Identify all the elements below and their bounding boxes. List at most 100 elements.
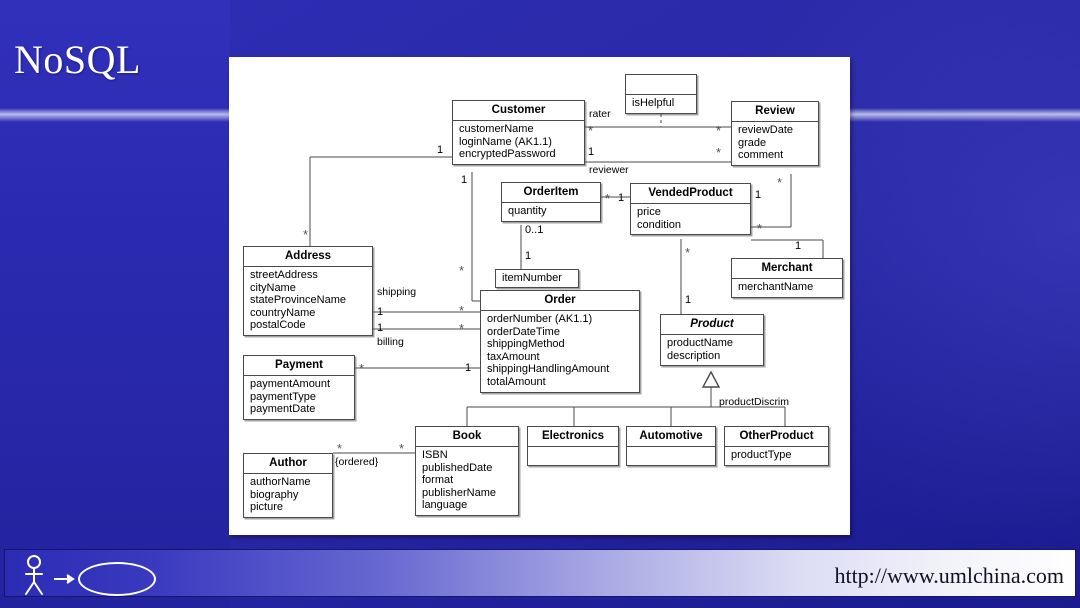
class-attributes-automotive bbox=[627, 446, 715, 465]
attribute-row: price bbox=[637, 206, 661, 218]
page-title: NoSQL bbox=[14, 37, 141, 82]
class-box-order[interactable]: Order orderNumber (AK1.1) orderDateTime … bbox=[480, 290, 640, 393]
multiplicity-review-reviewer: * bbox=[716, 145, 722, 160]
attribute-row: paymentAmount bbox=[250, 378, 331, 390]
attribute-row: grade bbox=[738, 136, 767, 149]
attribute-row: shippingMethod bbox=[487, 338, 565, 351]
attribute-row: stateProvinceName bbox=[250, 294, 346, 307]
class-box-orderitem[interactable]: OrderItem quantity bbox=[501, 182, 601, 222]
footer-url[interactable]: http://www.umlchina.com bbox=[834, 563, 1064, 588]
class-box-automotive[interactable]: Automotive bbox=[626, 426, 716, 466]
attribute-row: reviewDate bbox=[738, 124, 794, 136]
class-attributes-product: productName description bbox=[661, 334, 763, 365]
multiplicity-customer-order: 1 bbox=[461, 174, 468, 186]
class-box-otherproduct[interactable]: OtherProduct productType bbox=[724, 426, 829, 466]
attribute-row: publisherName bbox=[422, 486, 496, 499]
multiplicity-orderitem-order: 0..1 bbox=[525, 224, 544, 236]
slide-background-left bbox=[0, 0, 230, 608]
multiplicity-order-billing: * bbox=[459, 321, 465, 336]
attribute-row: publishedDate bbox=[422, 461, 493, 474]
attribute-row: orderNumber (AK1.1) bbox=[487, 313, 593, 325]
generalization-arrowhead bbox=[701, 370, 721, 388]
multiplicity-customer-address: 1 bbox=[437, 144, 444, 156]
class-box-product[interactable]: Product productName description bbox=[660, 314, 764, 367]
class-box-ishelpful[interactable]: isHelpful bbox=[625, 74, 697, 114]
multiplicity-orderitem-vended: * bbox=[605, 191, 611, 206]
attribute-row: encryptedPassword bbox=[459, 148, 556, 161]
class-box-vendedproduct[interactable]: VendedProduct price condition bbox=[630, 183, 751, 236]
diagram-panel: isHelpful Customer customerName loginNam… bbox=[229, 57, 850, 535]
class-attributes-payment: paymentAmount paymentType paymentDate bbox=[244, 375, 354, 419]
attribute-row: format bbox=[422, 474, 454, 487]
class-attributes-address: streetAddress cityName stateProvinceName… bbox=[244, 266, 372, 335]
class-box-book[interactable]: Book ISBN publishedDate format publisher… bbox=[415, 426, 519, 516]
class-attributes-book: ISBN publishedDate format publisherName … bbox=[416, 446, 518, 515]
class-attributes-merchant: merchantName bbox=[732, 278, 842, 297]
qualifier-box-itemnumber[interactable]: itemNumber bbox=[495, 269, 579, 288]
multiplicity-vended-orderitem: 1 bbox=[618, 192, 625, 204]
attribute-row: paymentType bbox=[250, 390, 317, 403]
attribute-row: merchantName bbox=[738, 281, 814, 293]
class-name-vendedproduct: VendedProduct bbox=[648, 187, 733, 199]
class-attributes-author: authorName biography picture bbox=[244, 473, 332, 517]
class-name-review: Review bbox=[755, 105, 795, 117]
class-name-merchant: Merchant bbox=[761, 262, 813, 274]
attribute-row: countryName bbox=[250, 306, 316, 319]
class-attributes-electronics bbox=[528, 446, 618, 465]
multiplicity-merchant-vended: 1 bbox=[795, 240, 802, 252]
class-box-payment[interactable]: Payment paymentAmount paymentType paymen… bbox=[243, 355, 355, 420]
uml-actor-icon bbox=[25, 555, 43, 595]
multiplicity-book-author: * bbox=[399, 441, 405, 456]
class-name-address: Address bbox=[284, 250, 332, 262]
multiplicity-address-customer: * bbox=[303, 227, 309, 242]
class-attributes-ishelpful: isHelpful bbox=[626, 94, 696, 113]
class-name-orderitem: OrderItem bbox=[523, 186, 579, 198]
attribute-row: comment bbox=[738, 149, 784, 162]
attribute-row: shippingHandlingAmount bbox=[487, 363, 610, 376]
attribute-row: taxAmount bbox=[487, 350, 540, 363]
role-label-productdiscrim: productDiscrim bbox=[719, 396, 790, 408]
attribute-row: condition bbox=[637, 218, 682, 231]
multiplicity-vended-merchant: * bbox=[757, 221, 763, 236]
class-attributes-order: orderNumber (AK1.1) orderDateTime shippi… bbox=[481, 310, 639, 392]
class-box-customer[interactable]: Customer customerName loginName (AK1.1) … bbox=[452, 100, 585, 165]
class-name-ishelpful bbox=[626, 75, 696, 94]
multiplicity-order-itemnumber: * bbox=[459, 263, 465, 278]
attribute-row: orderDateTime bbox=[487, 325, 560, 338]
attribute-row: loginName (AK1.1) bbox=[459, 135, 552, 148]
class-box-merchant[interactable]: Merchant merchantName bbox=[731, 258, 843, 298]
attribute-row: paymentDate bbox=[250, 403, 316, 416]
class-box-address[interactable]: Address streetAddress cityName stateProv… bbox=[243, 246, 373, 336]
class-box-review[interactable]: Review reviewDate grade comment bbox=[731, 101, 819, 166]
attribute-row: ISBN bbox=[422, 449, 448, 461]
multiplicity-vended-review: 1 bbox=[755, 189, 762, 201]
class-box-author[interactable]: Author authorName biography picture bbox=[243, 453, 333, 518]
slide-footer-bar bbox=[4, 549, 1076, 597]
attribute-row: language bbox=[422, 499, 468, 512]
class-name-book: Book bbox=[452, 430, 482, 442]
attribute-row: customerName bbox=[459, 123, 534, 135]
attribute-row: productType bbox=[731, 449, 792, 461]
role-label-ordered: {ordered} bbox=[335, 456, 379, 468]
class-name-product: Product bbox=[690, 318, 734, 330]
role-label-rater: rater bbox=[589, 108, 611, 120]
multiplicity-order-payment: 1 bbox=[465, 362, 472, 374]
attribute-row: quantity bbox=[508, 205, 547, 217]
multiplicity-address-shipping: 1 bbox=[377, 306, 384, 318]
attribute-row: authorName bbox=[250, 476, 311, 488]
class-name-automotive: Automotive bbox=[639, 430, 703, 442]
class-name-otherproduct: OtherProduct bbox=[739, 430, 814, 442]
class-attributes-otherproduct: productType bbox=[725, 446, 828, 465]
class-attributes-orderitem: quantity bbox=[502, 202, 600, 221]
diagram-connectors bbox=[309, 108, 824, 454]
multiplicity-order-orderitem: 1 bbox=[525, 250, 532, 262]
class-name-payment: Payment bbox=[275, 359, 323, 371]
multiplicity-vended-product: * bbox=[685, 245, 691, 260]
multiplicity-product-vended: 1 bbox=[685, 294, 692, 306]
multiplicity-review-vended: * bbox=[777, 175, 783, 190]
multiplicity-customer-rater: * bbox=[588, 123, 594, 138]
multiplicity-review-rater: * bbox=[716, 123, 722, 138]
role-label-billing: billing bbox=[377, 336, 404, 348]
class-box-electronics[interactable]: Electronics bbox=[527, 426, 619, 466]
attribute-row: streetAddress bbox=[250, 269, 318, 281]
